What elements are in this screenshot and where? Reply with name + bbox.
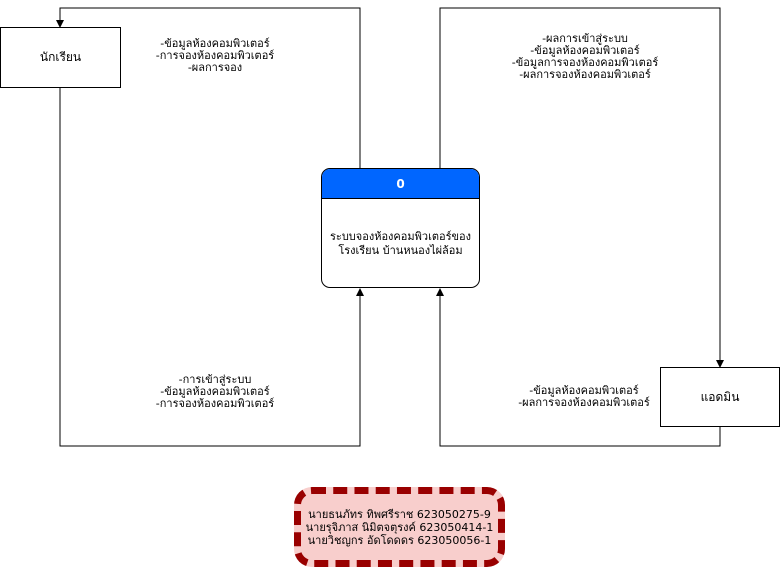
- flow-line-process-to-admin: [439, 7, 724, 368]
- student-entity-label: นักเรียน: [39, 50, 82, 64]
- flow-item: -ข้อมูลห้องคอมพิวเตอร์: [160, 385, 270, 398]
- flow-label-admin-to-process: -ข้อมูลห้องคอมพิวเตอร์ -ผลการจองห้องคอมพ…: [510, 385, 658, 409]
- flow-line-student-to-process: [59, 88, 364, 447]
- process-number-header: 0: [322, 169, 479, 199]
- flow-item: -การจองห้องคอมพิวเตอร์: [155, 397, 275, 410]
- flow-label-student-to-process: -การเข้าสู่ระบบ -ข้อมูลห้องคอมพิวเตอร์ -…: [145, 374, 285, 410]
- flow-line-process-to-student: [56, 7, 361, 168]
- credit-line: นายรุจิภาส นิมิตจตุรงค์ 623050414-1: [305, 520, 494, 534]
- flow-item: -ผลการจอง: [187, 61, 243, 74]
- process-0[interactable]: 0 ระบบจองห้องคอมพิวเตอร์ของโรงเรียน บ้าน…: [321, 168, 480, 288]
- flow-label-process-to-student: -ข้อมูลห้องคอมพิวเตอร์ -การจองห้องคอมพิว…: [145, 38, 285, 74]
- flow-item: -ข้อมูลห้องคอมพิวเตอร์: [160, 37, 270, 50]
- credits-box: นายธนภัทร ทิพศรีราช 623050275-9 นายรุจิภ…: [294, 487, 505, 567]
- flow-label-process-to-admin: -ผลการเข้าสู่ระบบ -ข้อมูลห้องคอมพิวเตอร์…: [500, 33, 670, 81]
- flow-item: -ผลการจองห้องคอมพิวเตอร์: [519, 68, 651, 81]
- flow-item: -ข้อมูลการจองห้องคอมพิวเตอร์: [511, 56, 659, 69]
- flow-item: -การเข้าสู่ระบบ: [178, 373, 252, 386]
- flow-item: -การจองห้องคอมพิวเตอร์: [155, 49, 275, 62]
- admin-entity[interactable]: แอดมิน: [660, 367, 780, 427]
- flow-item: -ผลการเข้าสู่ระบบ: [542, 32, 628, 45]
- flow-item: -ข้อมูลห้องคอมพิวเตอร์: [529, 384, 639, 397]
- process-body: ระบบจองห้องคอมพิวเตอร์ของโรงเรียน บ้านหน…: [322, 199, 479, 287]
- credit-line: นายธนภัทร ทิพศรีราช 623050275-9: [308, 507, 491, 521]
- process-name: ระบบจองห้องคอมพิวเตอร์ของโรงเรียน บ้านหน…: [330, 229, 471, 257]
- process-number: 0: [396, 176, 405, 191]
- flow-line-admin-to-process: [436, 288, 721, 447]
- credit-line: นายวิชญกร อัดโดดดร 623050056-1: [307, 533, 492, 547]
- flow-item: -ผลการจองห้องคอมพิวเตอร์: [518, 396, 650, 409]
- admin-entity-label: แอดมิน: [700, 389, 740, 404]
- flow-item: -ข้อมูลห้องคอมพิวเตอร์: [530, 44, 640, 57]
- student-entity[interactable]: นักเรียน: [0, 27, 121, 88]
